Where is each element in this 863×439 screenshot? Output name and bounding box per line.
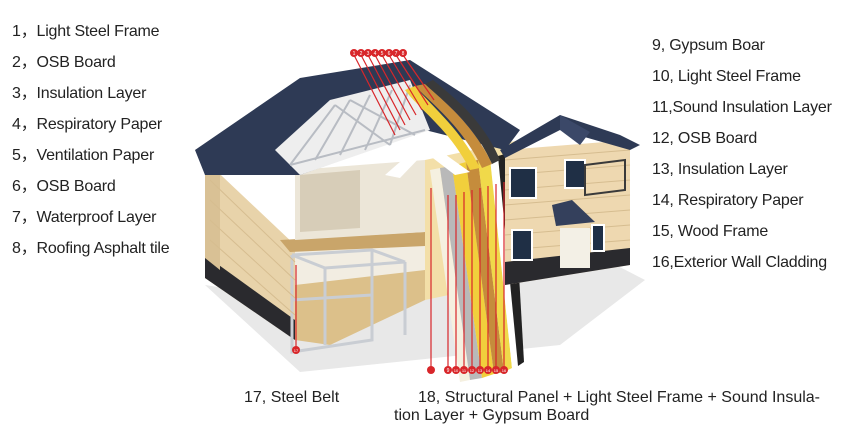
upper-room-wall-panel [300,170,360,232]
roof-layer-peel-3 [425,80,500,164]
wall-marker-10-number: 10 [454,368,459,373]
ground-shadow [205,262,645,372]
label-structural-panel-line1: 18, Structural Panel + Light Steel Frame… [418,389,821,406]
roof-marker-1-number: 1 [353,51,356,57]
roof-marker-8-number: 8 [402,51,405,57]
roof-marker-5-number: 5 [381,51,384,57]
wall-marker-16-number: 16 [502,368,507,373]
roof-marker-5: 5 [378,49,386,57]
label-osb-board-3: 12, OSB Board [652,130,758,147]
door-canopy [552,200,595,226]
layer-osb [466,160,504,374]
label-roofing-asphalt-tile: 8，Roofing Asphalt tile [12,240,170,257]
wall-marker-15: 15 [492,366,500,374]
roof-cutaway [275,80,430,175]
label-structural-panel-line2: tion Layer + Gypsum Board [394,407,590,424]
roof-marker-3: 3 [364,49,372,57]
left-wing-brick-base [205,255,295,340]
wall-marker-13-number: 13 [478,368,483,373]
label-light-steel-frame: 1，Light Steel Frame [12,23,160,40]
wall-leader-lines [430,182,505,368]
window-lower-right [591,224,605,252]
label-respiratory-paper: 4，Respiratory Paper [12,116,163,133]
belt-marker-17-number: 17 [294,348,299,353]
label-gypsum-board: 9, Gypsum Boar [652,37,765,54]
front-door-portico [560,228,590,268]
roof-marker-4-number: 4 [374,51,377,57]
wall-marker-14-number: 14 [486,368,491,373]
wall-marker-11-number: 11 [462,368,467,373]
label-osb-board: 2，OSB Board [12,54,116,71]
roof-marker-4: 4 [371,49,379,57]
layer-gypsum [430,168,470,382]
roof-markers: 1 2 3 4 5 6 7 8 [350,49,407,57]
left-room-floor [295,270,425,345]
steel-frame-cube [290,248,407,354]
roof-marker-8: 8 [399,49,407,57]
roof-marker-2-number: 2 [360,51,363,57]
roof-layer-peel-2 [415,84,492,168]
wall-marker-9-number: 9 [447,368,450,374]
label-osb-board-2: 6，OSB Board [12,178,116,195]
roof-marker-7: 7 [392,49,400,57]
layer-sound-insulation [452,162,494,378]
balcony-railing [584,158,626,197]
label-ventilation-paper: 5，Ventilation Paper [12,147,155,164]
label-light-steel-frame-2: 10, Light Steel Frame [652,68,801,85]
label-respiratory-paper-2: 14, Respiratory Paper [652,192,804,209]
wall-marker-14: 14 [484,366,492,374]
roof-marker-6: 6 [385,49,393,57]
wall-marker-15-number: 15 [494,368,499,373]
label-insulation-layer: 3，Insulation Layer [12,85,147,102]
wall-marker-12: 12 [468,366,476,374]
wall-marker-9: 9 [444,366,452,374]
roof-layer-peel [405,86,480,170]
label-exterior-wall-cladding: 16,Exterior Wall Cladding [652,254,827,271]
dormer-trim [385,140,470,178]
roof-marker-3-number: 3 [367,51,370,57]
wall-marker-13: 13 [476,366,484,374]
wall-marker-10: 10 [452,366,460,374]
mid-floor-slab [280,232,425,252]
right-gable [560,115,590,145]
roof-marker-1: 1 [350,49,358,57]
window-lower-left [511,229,533,261]
belt-marker-17: 17 [292,346,300,354]
roof-marker-7-number: 7 [395,51,398,57]
wall-marker-11: 11 [460,366,468,374]
left-wing-corner [205,160,220,270]
wall-markers: 9 10 11 12 13 14 15 16 [427,366,508,374]
roof-leader-lines [353,54,435,136]
window-upper-right [564,159,586,189]
label-steel-belt: 17, Steel Belt [244,389,340,406]
window-upper-left [509,167,537,199]
label-sound-insulation: 11,Sound Insulation Layer [652,99,832,116]
wall-marker-16: 16 [500,366,508,374]
wall-marker-12-number: 12 [470,368,475,373]
label-waterproof-layer: 7，Waterproof Layer [12,209,157,226]
roof-marker-6-number: 6 [388,51,391,57]
roof-marker-2: 2 [357,49,365,57]
wall-marker-structural [427,366,435,374]
label-insulation-layer-2: 13, Insulation Layer [652,161,788,178]
label-wood-frame: 15, Wood Frame [652,223,769,240]
